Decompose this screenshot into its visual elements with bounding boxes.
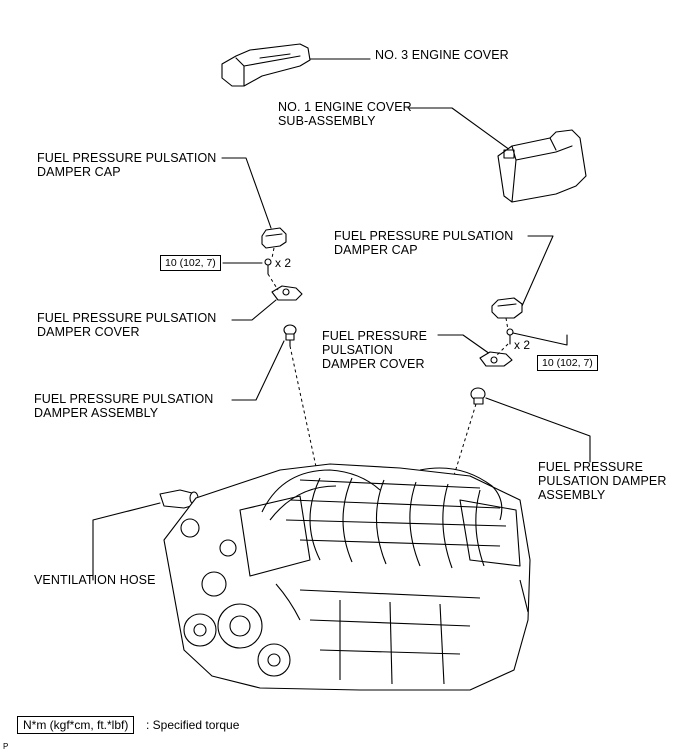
- quantity-left: x 2: [275, 256, 292, 270]
- dash-right-assembly: [451, 403, 477, 483]
- leader-right-assembly: [485, 397, 591, 463]
- leader-ventilation-hose: [92, 502, 161, 581]
- dash-left-assembly: [289, 345, 319, 477]
- engine-block-drawing: [163, 463, 531, 691]
- left-bolt-part: [264, 258, 272, 275]
- no1-engine-cover-part: [497, 129, 587, 203]
- corner-mark: P: [3, 742, 9, 751]
- no3-engine-cover-part: [221, 43, 311, 87]
- quantity-right: x 2: [514, 338, 531, 352]
- legend-units-box: N*m (kgf*cm, ft.*lbf): [17, 716, 135, 734]
- right-damper-cap-part: [491, 297, 523, 319]
- label-no3-engine-cover: NO. 3 ENGINE COVER: [375, 48, 509, 62]
- legend-description: : Specified torque: [146, 718, 240, 732]
- dash-left-bolt: [267, 273, 279, 291]
- label-right-damper-cover: FUEL PRESSURE PULSATION DAMPER COVER: [322, 329, 428, 371]
- label-right-damper-assembly: FUEL PRESSURE PULSATION DAMPER ASSEMBLY: [538, 460, 667, 502]
- label-right-damper-cap: FUEL PRESSURE PULSATION DAMPER CAP: [334, 229, 514, 257]
- leader-right-cover: [437, 334, 491, 355]
- leader-no1-cover: [407, 107, 511, 151]
- label-ventilation-hose: VENTILATION HOSE: [34, 573, 156, 587]
- leader-right-torque: [512, 332, 568, 346]
- dash-right-bolt: [495, 343, 509, 357]
- torque-spec-right: 10 (102, 7): [537, 355, 598, 371]
- leader-left-cap: [221, 157, 272, 229]
- torque-spec-left: 10 (102, 7): [160, 255, 221, 271]
- label-left-damper-assembly: FUEL PRESSURE PULSATION DAMPER ASSEMBLY: [34, 392, 214, 420]
- dash-left-cap: [271, 247, 275, 259]
- dash-right-cap: [505, 317, 509, 331]
- label-left-damper-cap: FUEL PRESSURE PULSATION DAMPER CAP: [37, 151, 217, 179]
- leader-right-cap: [521, 235, 554, 307]
- right-damper-cover-part: [479, 351, 513, 367]
- right-bolt-part: [506, 328, 514, 345]
- right-damper-assembly-part: [470, 387, 486, 405]
- label-left-damper-cover: FUEL PRESSURE PULSATION DAMPER COVER: [37, 311, 217, 339]
- left-damper-cover-part: [271, 285, 303, 301]
- left-damper-assembly-part: [283, 324, 297, 347]
- leader-left-assembly: [231, 340, 285, 401]
- leader-left-cover: [231, 299, 277, 321]
- label-no1-engine-cover: NO. 1 ENGINE COVER SUB-ASSEMBLY: [278, 100, 412, 128]
- left-damper-cap-part: [261, 227, 287, 249]
